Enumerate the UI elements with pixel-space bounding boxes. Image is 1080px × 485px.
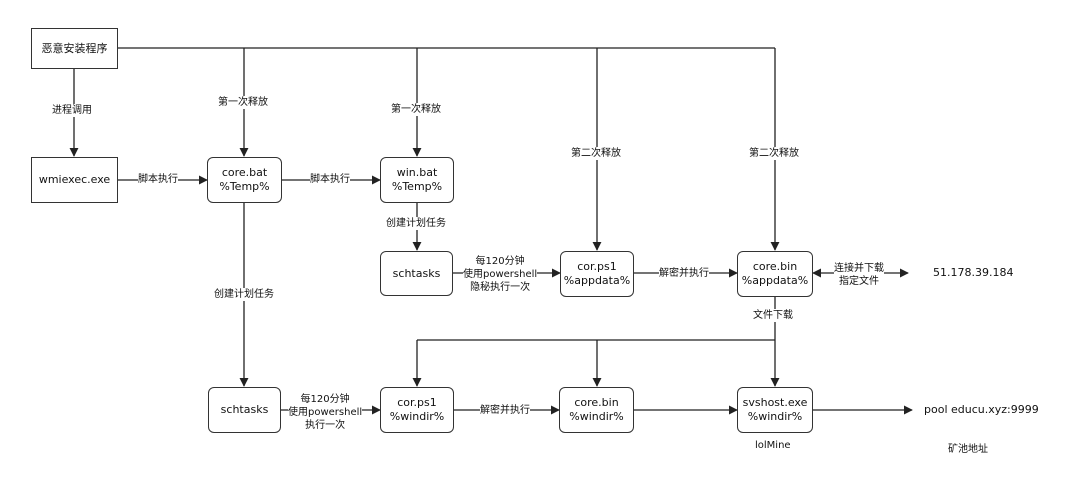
label-decrypt-exec-windir: 解密并执行	[480, 404, 530, 417]
label-second-release-core-bin: 第二次释放	[749, 147, 799, 160]
pool-caption: 矿池地址	[948, 444, 988, 455]
node-wmiexec-label: wmiexec.exe	[38, 173, 111, 186]
label-decrypt-exec-appdata: 解密并执行	[659, 267, 709, 280]
label-connect-download: 连接并下载 指定文件	[834, 262, 884, 288]
label-connect-download-l1: 连接并下载	[834, 263, 884, 274]
node-schtasks-top: schtasks	[380, 251, 453, 296]
node-core-bat-line1: core.bat	[221, 166, 268, 179]
node-svshost-line2: %windir%	[747, 410, 803, 423]
lolmine-caption: lolMine	[755, 440, 791, 451]
label-create-task-bottom: 创建计划任务	[214, 288, 274, 301]
label-process-call: 进程调用	[52, 104, 92, 117]
node-schtasks-bottom: schtasks	[208, 387, 281, 433]
node-svshost-windir: svshost.exe %windir%	[737, 387, 813, 433]
label-every120-top-l2: 使用powershell	[463, 269, 538, 280]
label-file-download: 文件下载	[753, 309, 793, 322]
node-core-bat-line2: %Temp%	[219, 180, 270, 193]
label-every120-bottom-l1: 每120分钟	[300, 394, 350, 405]
node-core-bin-windir-line2: %windir%	[569, 410, 624, 423]
label-first-release-core-bat: 第一次释放	[218, 96, 268, 109]
node-core-bat-temp: core.bat %Temp%	[207, 157, 282, 203]
node-wmiexec: wmiexec.exe	[31, 157, 118, 203]
label-every120-bottom: 每120分钟 使用powershell 执行一次	[288, 393, 363, 432]
node-installer-label: 恶意安装程序	[41, 41, 108, 55]
node-svshost-line1: svshost.exe	[742, 396, 808, 409]
node-schtasks-top-label: schtasks	[392, 266, 441, 280]
node-cor-ps1-appdata: cor.ps1 %appdata%	[560, 251, 634, 297]
node-win-bat-temp: win.bat %Temp%	[380, 157, 454, 203]
node-win-bat-line2: %Temp%	[391, 180, 443, 193]
label-connect-download-l2: 指定文件	[839, 276, 879, 287]
node-cor-ps1-windir: cor.ps1 %windir%	[380, 387, 454, 433]
node-core-bin-appdata: core.bin %appdata%	[737, 251, 813, 297]
label-every120-top-l3: 隐秘执行一次	[470, 282, 531, 293]
ip-address: 51.178.39.184	[933, 266, 1014, 279]
pool-address: pool educu.xyz:9999	[924, 403, 1039, 416]
node-win-bat-line1: win.bat	[396, 166, 438, 179]
label-second-release-cor-ps1: 第二次释放	[571, 147, 621, 160]
label-script-exec-1: 脚本执行	[138, 173, 178, 186]
label-every120-top-l1: 每120分钟	[475, 256, 525, 267]
node-cor-ps1-appdata-line1: cor.ps1	[577, 260, 617, 273]
label-create-task-top: 创建计划任务	[386, 217, 446, 230]
node-cor-ps1-windir-line1: cor.ps1	[397, 396, 437, 409]
label-first-release-win-bat: 第一次释放	[391, 103, 441, 116]
label-every120-top: 每120分钟 使用powershell 隐秘执行一次	[463, 255, 538, 294]
label-every120-bottom-l2: 使用powershell	[288, 407, 363, 418]
node-cor-ps1-windir-line2: %windir%	[389, 410, 445, 423]
node-cor-ps1-appdata-line2: %appdata%	[563, 274, 631, 287]
node-core-bin-windir-line1: core.bin	[574, 396, 619, 409]
node-installer: 恶意安装程序	[31, 28, 118, 69]
node-core-bin-windir: core.bin %windir%	[559, 387, 634, 433]
node-core-bin-appdata-line1: core.bin	[752, 260, 798, 273]
node-core-bin-appdata-line2: %appdata%	[741, 274, 809, 287]
label-every120-bottom-l3: 执行一次	[305, 420, 346, 431]
label-script-exec-2: 脚本执行	[310, 173, 350, 186]
node-schtasks-bottom-label: schtasks	[220, 403, 269, 416]
